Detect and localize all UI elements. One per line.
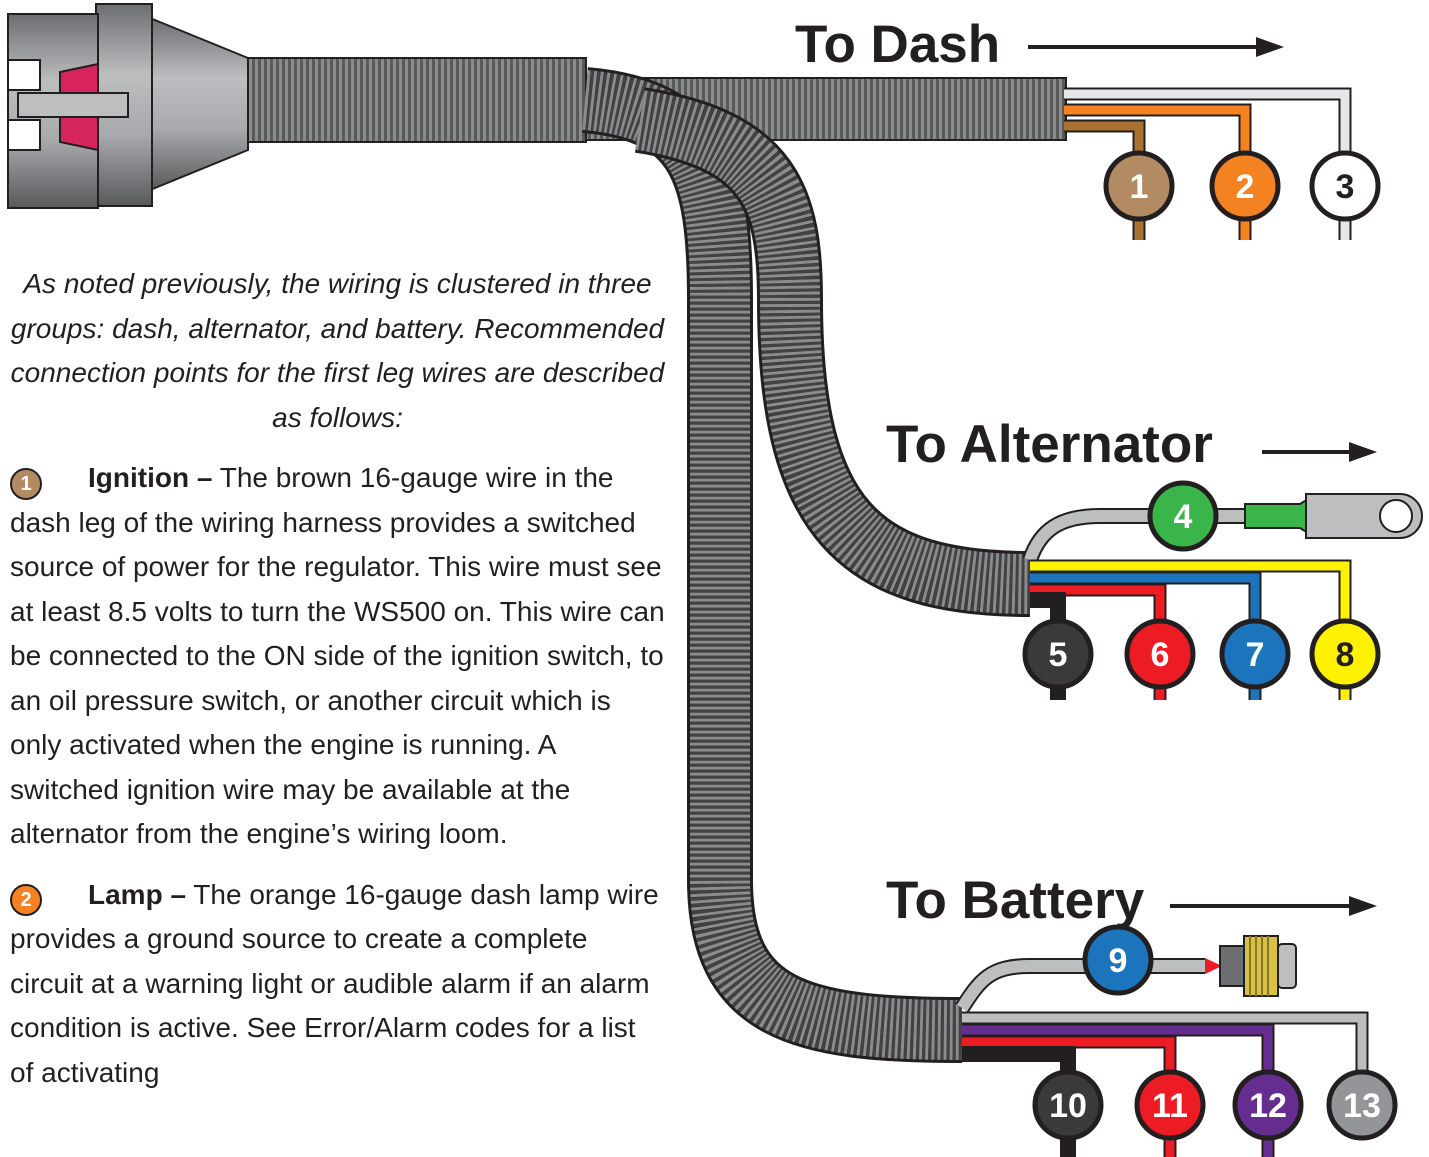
wire-badge-5: 5: [1022, 618, 1094, 690]
wire-badge-3: 3: [1309, 150, 1381, 222]
svg-text:6: 6: [1151, 636, 1170, 674]
svg-text:5: 5: [1049, 636, 1068, 674]
svg-text:2: 2: [1236, 168, 1255, 206]
wire-badge-1: 1: [1103, 150, 1175, 222]
harness-sleeves: [247, 57, 1067, 1063]
group-title-dash: To Dash: [795, 15, 1284, 74]
wire-badge-8: 8: [1309, 618, 1381, 690]
svg-text:To Dash: To Dash: [795, 15, 1000, 74]
intro-paragraph: As noted previously, the wiring is clust…: [10, 268, 665, 433]
svg-text:12: 12: [1249, 1087, 1287, 1125]
harness-connector: [7, 3, 249, 209]
arrow-head-battery: [1349, 896, 1377, 916]
description-heading: Lamp –: [88, 878, 187, 910]
svg-text:3: 3: [1336, 168, 1355, 206]
svg-text:7: 7: [1246, 636, 1265, 674]
wire-badge-7: 7: [1219, 618, 1291, 690]
svg-text:13: 13: [1343, 1087, 1381, 1125]
wire-badge-9: 9: [1082, 924, 1154, 996]
svg-text:To Battery: To Battery: [886, 871, 1145, 930]
description-badge: 2: [10, 884, 42, 917]
arrow-head-dash: [1256, 37, 1284, 57]
wire-badge-4: 4: [1147, 480, 1219, 552]
svg-text:To Alternator: To Alternator: [886, 415, 1213, 474]
wire-badge-6: 6: [1124, 618, 1196, 690]
svg-text:1: 1: [1130, 168, 1149, 206]
wire-badge-13: 13: [1326, 1069, 1398, 1141]
text-panel: As noted previously, the wiring is clust…: [10, 262, 665, 1111]
svg-text:8: 8: [1336, 636, 1355, 674]
wire-description-1: 1 Ignition – The brown 16-gauge wire in t…: [10, 456, 665, 857]
wire-badge-12: 12: [1232, 1069, 1304, 1141]
description-body: The brown 16-gauge wire in the dash leg …: [10, 462, 665, 849]
wire-description-2: 2 Lamp – The orange 16-gauge dash lamp wi…: [10, 873, 665, 1096]
description-badge: 1: [10, 467, 42, 500]
group-title-battery: To Battery: [886, 871, 1377, 930]
wire-badge-10: 10: [1032, 1069, 1104, 1141]
description-body: The orange 16-gauge dash lamp wire provi…: [10, 878, 659, 1088]
description-heading: Ignition –: [88, 462, 213, 493]
dash-wires: [1064, 87, 1352, 240]
svg-text:11: 11: [1152, 1087, 1188, 1125]
svg-text:10: 10: [1049, 1087, 1087, 1125]
group-title-alternator: To Alternator: [886, 415, 1377, 474]
svg-text:9: 9: [1109, 942, 1128, 980]
wire-descriptions: 1 Ignition – The brown 16-gauge wire in t…: [10, 456, 665, 1095]
svg-text:4: 4: [1174, 498, 1193, 536]
wire-badge-2: 2: [1209, 150, 1281, 222]
battery-wires: [955, 935, 1369, 1157]
wire-badge-11: 11: [1134, 1069, 1206, 1141]
arrow-head-alternator: [1349, 442, 1377, 462]
